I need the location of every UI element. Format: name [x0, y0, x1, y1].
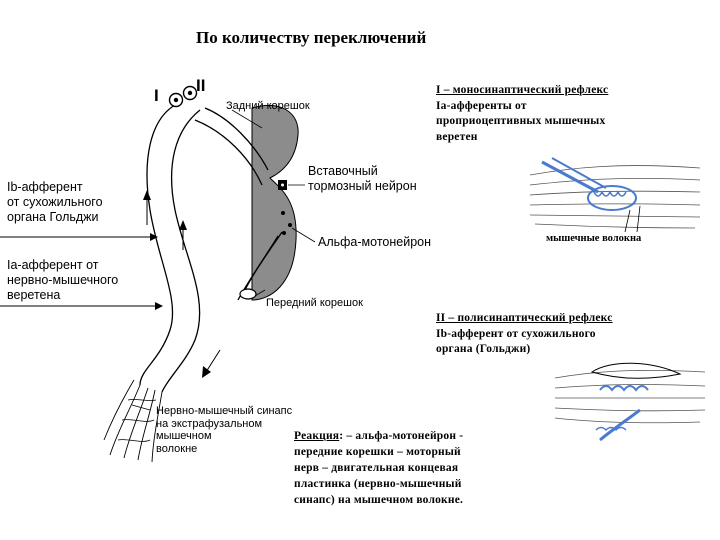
reaction-line-0: Реакция: – альфа-мотонейрон -	[294, 428, 534, 444]
reaction-first-line-rest: : – альфа-мотонейрон -	[339, 430, 464, 442]
ib-afferent-line-1: Ib-афферент	[7, 180, 83, 194]
nerve-inner	[161, 109, 201, 393]
monosynaptic-line-1: Iа-афференты от	[436, 99, 527, 112]
monosynaptic-heading: I – моносинаптический рефлекс	[436, 84, 609, 96]
reaction-word: Реакция	[294, 430, 340, 442]
ib-afferent-line-2: от сухожильного	[7, 195, 103, 209]
motoneuron-dot-2	[288, 223, 292, 227]
nmj-label: Нервно-мышечный синапс на экстрафузально…	[156, 405, 292, 455]
reaction-line-3: пластинка (нервно-мышечный	[294, 478, 462, 490]
ib-afferent-line-3: органа Гольджи	[7, 210, 99, 224]
ventral-root-stub	[239, 288, 257, 300]
dorsal-root-path-2	[194, 119, 263, 186]
motoneuron-dot-1	[281, 211, 285, 215]
roman-numeral-one: I	[154, 86, 159, 105]
motoneuron-dot-3	[282, 231, 286, 235]
muscle-fibers-label: мышечные волокна	[546, 233, 642, 244]
polysynaptic-line-1: Ib-афферент от сухожильного	[436, 327, 596, 340]
interneuron-label: Вставочный тормозный нейрон	[308, 164, 417, 194]
polysynaptic-block: II – полисинаптический рефлекс Ib-аффере…	[436, 311, 706, 358]
monosynaptic-line-2: проприоцептивных мышечных	[436, 115, 606, 127]
polysynaptic-line-2: органа (Гольджи)	[436, 343, 531, 355]
golgi-tendon-organ-illustration	[554, 362, 706, 442]
monosynaptic-line-3: веретен	[436, 130, 478, 143]
nmj-line-4: волокне	[156, 442, 198, 455]
ia-afferent-line-1: Iа-афферент от	[7, 258, 99, 272]
roman-numeral-two: II	[196, 76, 206, 95]
interneuron-label-line-1: Вставочный	[308, 164, 378, 178]
nmj-line-3: мышечном	[156, 430, 212, 442]
nmj-line-1: Нервно-мышечный синапс	[156, 405, 293, 417]
polysynaptic-heading: II – полисинаптический рефлекс	[436, 312, 613, 324]
dorsal-root-path	[204, 107, 269, 171]
interneuron-label-line-2: тормозный нейрон	[308, 179, 417, 193]
alpha-motoneuron-label: Альфа-мотонейрон	[318, 235, 431, 249]
slide-title: По количеству переключений	[196, 28, 427, 47]
monosynaptic-block: I – моносинаптический рефлекс Iа-афферен…	[436, 83, 696, 145]
reaction-line-1: передние корешки – моторный	[294, 446, 461, 458]
nerve-outer	[139, 104, 176, 386]
reaction-line-4: синапс) на мышечном волокне.	[294, 494, 464, 506]
ib-afferent-label: Ib-афферент от сухожильного органа Гольд…	[7, 180, 103, 225]
reaction-block: Реакция: – альфа-мотонейрон - передние к…	[294, 428, 534, 508]
ventral-root-label: Передний корешок	[266, 297, 363, 309]
reaction-line-2: нерв – двигательная концевая	[294, 462, 459, 474]
ia-afferent-label: Iа-афферент от нервно-мышечного веретена	[7, 258, 118, 303]
ia-afferent-line-2: нервно-мышечного	[7, 273, 119, 287]
gray-matter	[251, 105, 299, 301]
muscle-spindle-illustration	[529, 157, 701, 233]
nmj-line-2: на экстрафузальном	[156, 417, 263, 430]
ia-afferent-line-3: веретена	[7, 288, 61, 302]
dorsal-root-label: Задний корешок	[226, 100, 310, 112]
